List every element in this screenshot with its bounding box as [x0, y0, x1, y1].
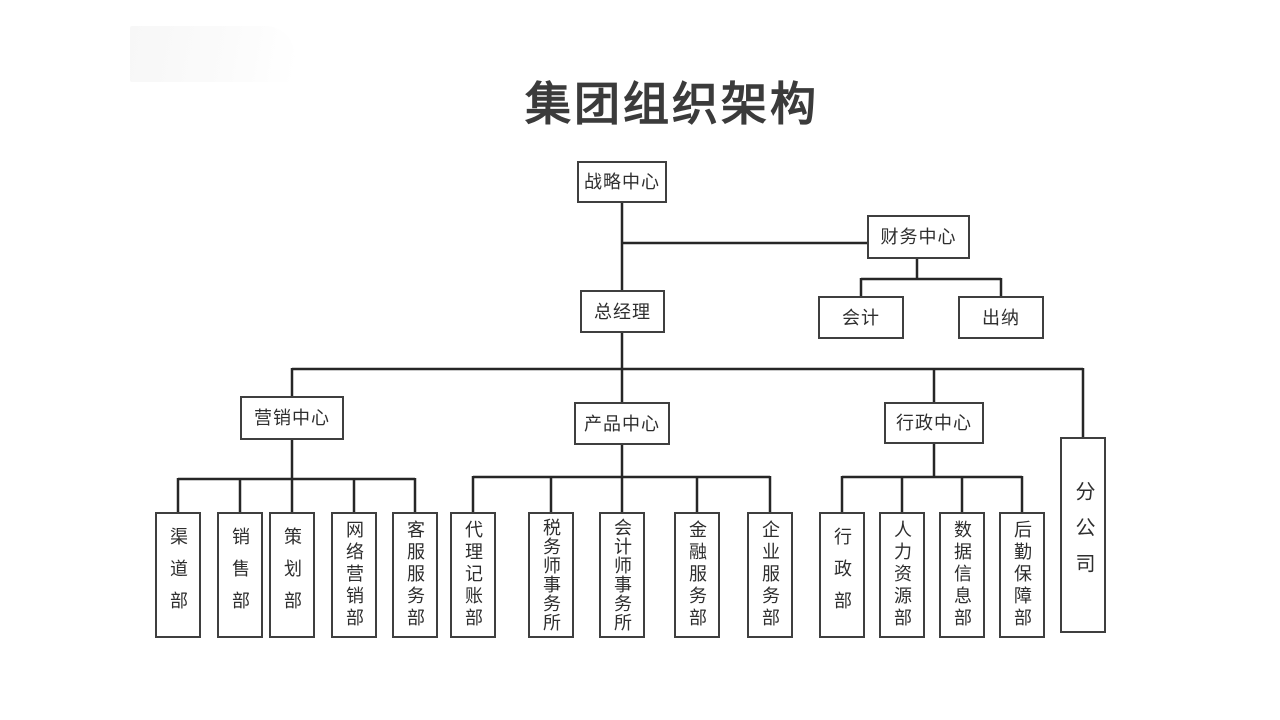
node-channel-dept: 渠道部 [155, 512, 201, 638]
node-cashier: 出纳 [958, 296, 1044, 339]
node-data-information-dept: 数据信息部 [939, 512, 985, 638]
node-admin-center: 行政中心 [884, 402, 984, 444]
node-financial-services-dept: 金融服务部 [674, 512, 720, 638]
node-accounting-firm: 会计师事务所 [599, 512, 645, 638]
node-customer-service-dept: 客服服务部 [392, 512, 438, 638]
node-marketing-center: 营销中心 [240, 396, 344, 440]
node-accounting: 会计 [818, 296, 904, 339]
node-administration-dept: 行政部 [819, 512, 865, 638]
watermark-shape [130, 26, 295, 82]
node-online-marketing-dept: 网络营销部 [331, 512, 377, 638]
node-planning-dept: 策划部 [269, 512, 315, 638]
node-strategy-center: 战略中心 [577, 161, 667, 203]
node-tax-accountant-firm: 税务师事务所 [528, 512, 574, 638]
node-sales-dept: 销售部 [217, 512, 263, 638]
node-enterprise-services-dept: 企业服务部 [747, 512, 793, 638]
node-logistics-support-dept: 后勤保障部 [999, 512, 1045, 638]
node-finance-center: 财务中心 [867, 215, 970, 259]
node-bookkeeping-agency-dept: 代理记账部 [450, 512, 496, 638]
node-product-center: 产品中心 [574, 402, 670, 445]
node-human-resources-dept: 人力资源部 [879, 512, 925, 638]
node-general-manager: 总经理 [580, 290, 665, 333]
node-branch-company: 分公司 [1060, 437, 1106, 633]
page-title: 集团组织架构 [525, 79, 819, 130]
